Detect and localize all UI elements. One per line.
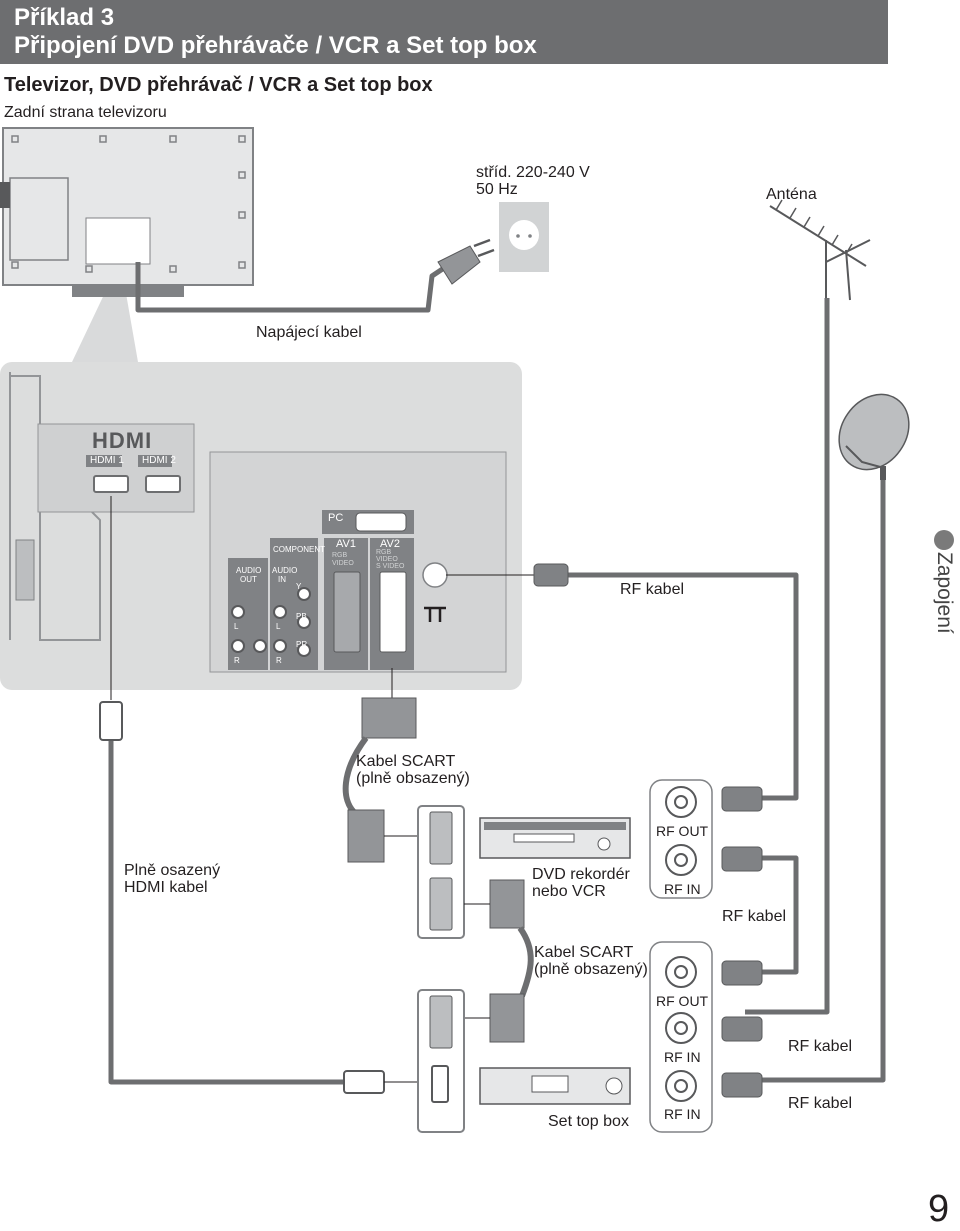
page-title: Připojení DVD přehrávače / VCR a Set top…	[14, 32, 537, 59]
satellite-dish	[838, 393, 910, 480]
rf-cable-label-3: RF kabel	[788, 1038, 853, 1055]
rf-cable-label-2: RF kabel	[722, 908, 787, 925]
hdmi-logo: HDMI	[92, 428, 153, 453]
component-label: COMPONENT	[273, 545, 325, 554]
power-plug	[437, 238, 495, 285]
tv-back-illustration	[0, 127, 254, 297]
antenna-illustration	[769, 199, 871, 301]
component-y: Y	[296, 582, 302, 591]
hdmi1-label: HDMI 1	[90, 455, 124, 466]
scart-cable-2	[517, 926, 534, 998]
audio-in-r: R	[276, 656, 282, 665]
power-voltage: stříd. 220-240 V	[476, 164, 590, 181]
rf-plug-1	[533, 563, 569, 587]
component-pr: PR	[296, 640, 308, 649]
power-frequency: 50 Hz	[476, 181, 518, 198]
hdmi-cable-label-2: HDMI kabel	[124, 879, 208, 896]
scart2-plug-top	[489, 879, 525, 929]
av2-sub-1: RGB	[376, 549, 392, 556]
audio-out-r: R	[234, 656, 240, 665]
hdmi-plug-2	[343, 1070, 385, 1094]
scart-plug-bottom	[347, 809, 385, 863]
pc-label: PC	[328, 512, 344, 524]
section-subtitle: Televizor, DVD přehrávač / VCR a Set top…	[4, 74, 433, 96]
hdmi-cable-label-1: Plně osazený	[124, 862, 221, 879]
rf-cable-2	[760, 855, 799, 975]
rf-cable-1	[566, 572, 799, 801]
component-pb: PB	[296, 612, 307, 621]
rf-plugs	[721, 786, 763, 1098]
example-number: Příklad 3	[14, 4, 115, 31]
rf-in-label-3: RF IN	[664, 1106, 701, 1122]
antenna-cable	[745, 298, 830, 1015]
section-tab: Zapojení	[932, 530, 956, 634]
scart-label-1-line1: Kabel SCART	[356, 753, 456, 770]
rf-cable-label-1: RF kabel	[620, 581, 685, 598]
page-number: 9	[928, 1188, 950, 1230]
scart-label-2-line1: Kabel SCART	[534, 944, 634, 961]
audio-out-label-2: OUT	[240, 575, 257, 584]
dvd-recorder	[479, 817, 631, 859]
scart-label-2-line2: (plně obsazený)	[534, 961, 648, 978]
power-cable	[135, 262, 446, 313]
av2-sub-3: S VIDEO	[376, 563, 405, 570]
scart-label-1-line2: (plně obsazený)	[356, 770, 470, 787]
outlet-face	[509, 220, 539, 250]
rf-jacks	[665, 786, 697, 1102]
antenna-symbol	[424, 606, 446, 622]
set-top-box-label: Set top box	[548, 1113, 629, 1130]
tab-dot	[934, 530, 954, 550]
audio-out-label-1: AUDIO	[236, 566, 262, 575]
antenna-label: Anténa	[766, 186, 817, 203]
rf-in-label-1: RF IN	[664, 881, 701, 897]
hdmi2-label: HDMI 2	[142, 455, 176, 466]
hdmi-plug-1	[99, 701, 123, 741]
av2-label: AV2	[380, 538, 400, 550]
audio-in-label-1: AUDIO	[272, 566, 298, 575]
av1-sub: RGB VIDEO	[332, 552, 354, 567]
audio-in-label-2: IN	[278, 575, 286, 584]
rf-in-label-2: RF IN	[664, 1049, 701, 1065]
scart2-plug-bottom	[489, 993, 525, 1043]
av2-sub-2: VIDEO	[376, 556, 398, 563]
zoom-wedge	[72, 282, 138, 362]
satellite-cable	[745, 480, 886, 1083]
rf-out-label-1: RF OUT	[656, 823, 709, 839]
set-top-box	[479, 1067, 631, 1105]
page-header: Příklad 3 Připojení DVD přehrávače / VCR…	[0, 0, 888, 64]
rf-out-label-2: RF OUT	[656, 993, 709, 1009]
recorder-label-1: DVD rekordér	[532, 866, 630, 883]
power-cable-label: Napájecí kabel	[256, 324, 362, 341]
hdmi-cable	[108, 740, 346, 1085]
av1-label: AV1	[336, 538, 356, 550]
audio-out-l: L	[234, 622, 239, 631]
audio-in-l: L	[276, 622, 281, 631]
tv-back-label: Zadní strana televizoru	[4, 104, 167, 121]
scart-cable-1	[342, 736, 369, 817]
rf-cable-label-4: RF kabel	[788, 1095, 853, 1112]
scart-plug-top	[361, 697, 417, 739]
recorder-label-2: nebo VCR	[532, 883, 606, 900]
section-tab-label: Zapojení	[933, 552, 956, 634]
